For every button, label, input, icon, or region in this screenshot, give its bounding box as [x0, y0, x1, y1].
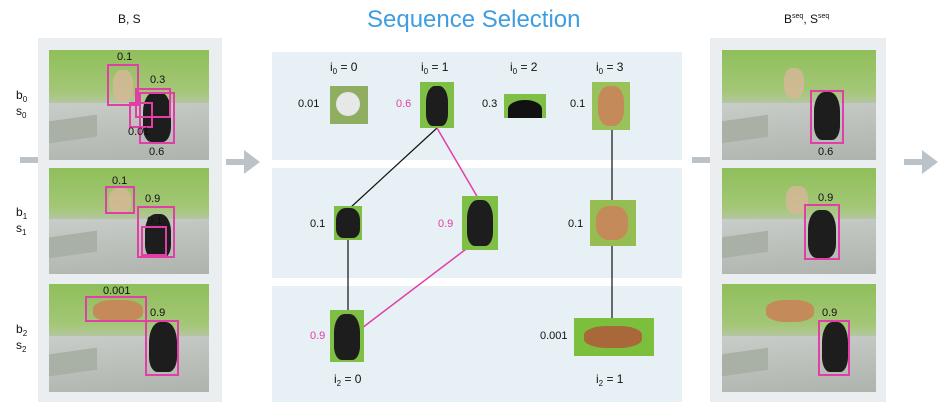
left-frame-2: [49, 284, 209, 392]
thumbnail-i0-2: [504, 94, 546, 118]
column-label-i0-0: i0 = 0: [330, 60, 358, 76]
column-label-i0-3: i0 = 3: [596, 60, 624, 76]
right-frame-1: [722, 168, 876, 274]
fox-figure: [93, 300, 143, 322]
thumbnail-i2-0: [330, 310, 364, 362]
detection-box: [85, 296, 147, 322]
score-label: 0.3: [150, 74, 166, 86]
fox-figure: [113, 70, 133, 102]
thumbnail-i0-1: [420, 82, 454, 128]
detection-box: [107, 64, 139, 106]
thumbnail-i1-1: [462, 196, 498, 250]
thumbnail-i1-0: [334, 206, 362, 240]
left-frame-0: [49, 50, 209, 160]
score-i1-2: 0.1: [568, 218, 584, 230]
score-label: 0.01: [128, 126, 150, 138]
arrow-right-icon: [226, 150, 260, 174]
thumbnail-i2-1: [574, 318, 654, 356]
fox-figure: [784, 68, 804, 98]
right-frame-0: [722, 50, 876, 160]
column-label-i0-1: i0 = 1: [421, 60, 449, 76]
score-i0-2: 0.3: [482, 98, 498, 110]
score-i0-1: 0.6: [396, 98, 412, 110]
score-label: 0.9: [150, 307, 166, 319]
row-label-1: b1 s1: [16, 205, 28, 237]
score-i0-3: 0.1: [570, 98, 586, 110]
score-i0-0: 0.01: [298, 98, 320, 110]
arrow-right-icon: [904, 150, 938, 174]
score-label: 0.6: [149, 146, 165, 158]
thumbnail-i0-3: [592, 82, 630, 130]
row-label-2: b2 s2: [16, 322, 28, 354]
detection-box: [139, 92, 175, 144]
score-i1-1: 0.9: [438, 218, 454, 230]
detection-box: [105, 186, 135, 214]
detection-box: [145, 320, 179, 376]
score-label: 0.9: [822, 307, 838, 319]
thumbnail-i0-0: [330, 86, 368, 124]
left-header: B, S: [118, 12, 141, 26]
score-label: 0.1: [147, 215, 163, 227]
bear-figure: [822, 322, 848, 372]
bear-figure: [149, 322, 177, 372]
arrow-stub-icon: [692, 157, 710, 163]
selected-edge-line: [361, 239, 479, 329]
score-i2-1: 0.001: [540, 330, 568, 342]
fox-figure: [766, 300, 814, 322]
detection-box: [804, 204, 840, 260]
selected-edge-line: [436, 127, 479, 199]
detection-box: [137, 206, 175, 258]
detection-box: [129, 102, 153, 128]
score-label: 0.6: [818, 146, 834, 158]
column-label-i2-0: i2 = 0: [334, 372, 362, 388]
left-frame-1: [49, 168, 209, 274]
detection-box: [141, 226, 167, 256]
bear-figure: [814, 92, 840, 140]
thumbnail-i1-2: [590, 200, 636, 246]
score-label: 0.1: [112, 175, 128, 187]
right-header: Bseq, Sseq: [784, 12, 830, 26]
bear-figure: [808, 210, 836, 258]
row-label-0: b0 s0: [16, 88, 28, 120]
column-label-i0-2: i0 = 2: [510, 60, 538, 76]
score-label: 0.1: [117, 51, 133, 63]
fox-figure: [786, 186, 808, 214]
fox-figure: [109, 188, 131, 214]
detection-box: [818, 320, 850, 376]
edge-line: [349, 127, 438, 209]
score-i2-0: 0.9: [310, 330, 326, 342]
score-label: 0.9: [145, 193, 161, 205]
right-frame-2: [722, 284, 876, 392]
diagram-title: Sequence Selection: [367, 6, 581, 33]
column-label-i2-1: i2 = 1: [596, 372, 624, 388]
score-label: 0.9: [818, 192, 834, 204]
score-label: 0.001: [103, 285, 131, 297]
input-arrow-icon: [20, 157, 38, 163]
score-i1-0: 0.1: [310, 218, 326, 230]
detection-box: [810, 90, 844, 144]
